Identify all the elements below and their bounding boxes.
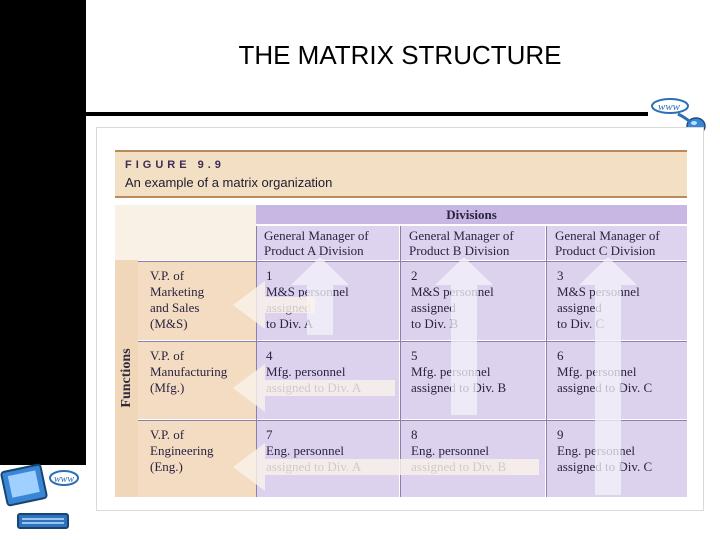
svg-text:www: www [658, 101, 681, 113]
column-header-product-c: General Manager of Product C Division [547, 226, 687, 260]
grid-line [138, 420, 687, 421]
matrix-corner [115, 205, 256, 260]
figure-header: FIGURE 9.9 An example of a matrix organi… [115, 150, 687, 198]
figure-caption: An example of a matrix organization [125, 175, 333, 190]
grid-line [546, 226, 547, 497]
row-header-engineering: V.P. of Engineering (Eng.) [138, 421, 256, 497]
slide-title: THE MATRIX STRUCTURE [238, 40, 562, 70]
matrix-cell-9: 9 Eng. personnel assigned to Div. C [547, 421, 687, 497]
column-header-product-b: General Manager of Product B Division [401, 226, 545, 260]
functions-label: Functions [119, 348, 134, 408]
column-header-product-a: General Manager of Product A Division [256, 226, 399, 260]
matrix-cell-8: 8 Eng. personnel assigned to Div. B [401, 421, 545, 497]
left-black-bar [0, 0, 86, 465]
divisions-header: Divisions [256, 205, 687, 224]
matrix-cell-3: 3 M&S personnel assigned to Div. C [547, 262, 687, 340]
matrix-cell-4: 4 Mfg. personnel assigned to Div. A [256, 342, 399, 419]
computer-logo-icon: www [0, 463, 79, 529]
functions-band [115, 260, 138, 497]
matrix-figure: FIGURE 9.9 An example of a matrix organi… [96, 127, 704, 511]
grid-line [138, 341, 687, 342]
svg-text:www: www [54, 474, 74, 485]
grid-line [256, 226, 257, 497]
row-header-marketing: V.P. of Marketing and Sales (M&S) [138, 262, 256, 340]
figure-label: FIGURE 9.9 [125, 159, 225, 171]
matrix-cell-2: 2 M&S personnel assigned to Div. B [401, 262, 545, 340]
row-header-manufacturing: V.P. of Manufacturing (Mfg.) [138, 342, 256, 419]
matrix-cell-1: 1 M&S personnel assigned to Div. A [256, 262, 399, 340]
grid-line [138, 261, 687, 262]
matrix-cell-7: 7 Eng. personnel assigned to Div. A [256, 421, 399, 497]
grid-line [400, 226, 401, 497]
matrix-grid: Functions Divisions General Manager of P… [115, 205, 687, 497]
matrix-cell-5: 5 Mfg. personnel assigned to Div. B [401, 342, 545, 419]
matrix-cell-6: 6 Mfg. personnel assigned to Div. C [547, 342, 687, 419]
title-underline [86, 112, 648, 116]
